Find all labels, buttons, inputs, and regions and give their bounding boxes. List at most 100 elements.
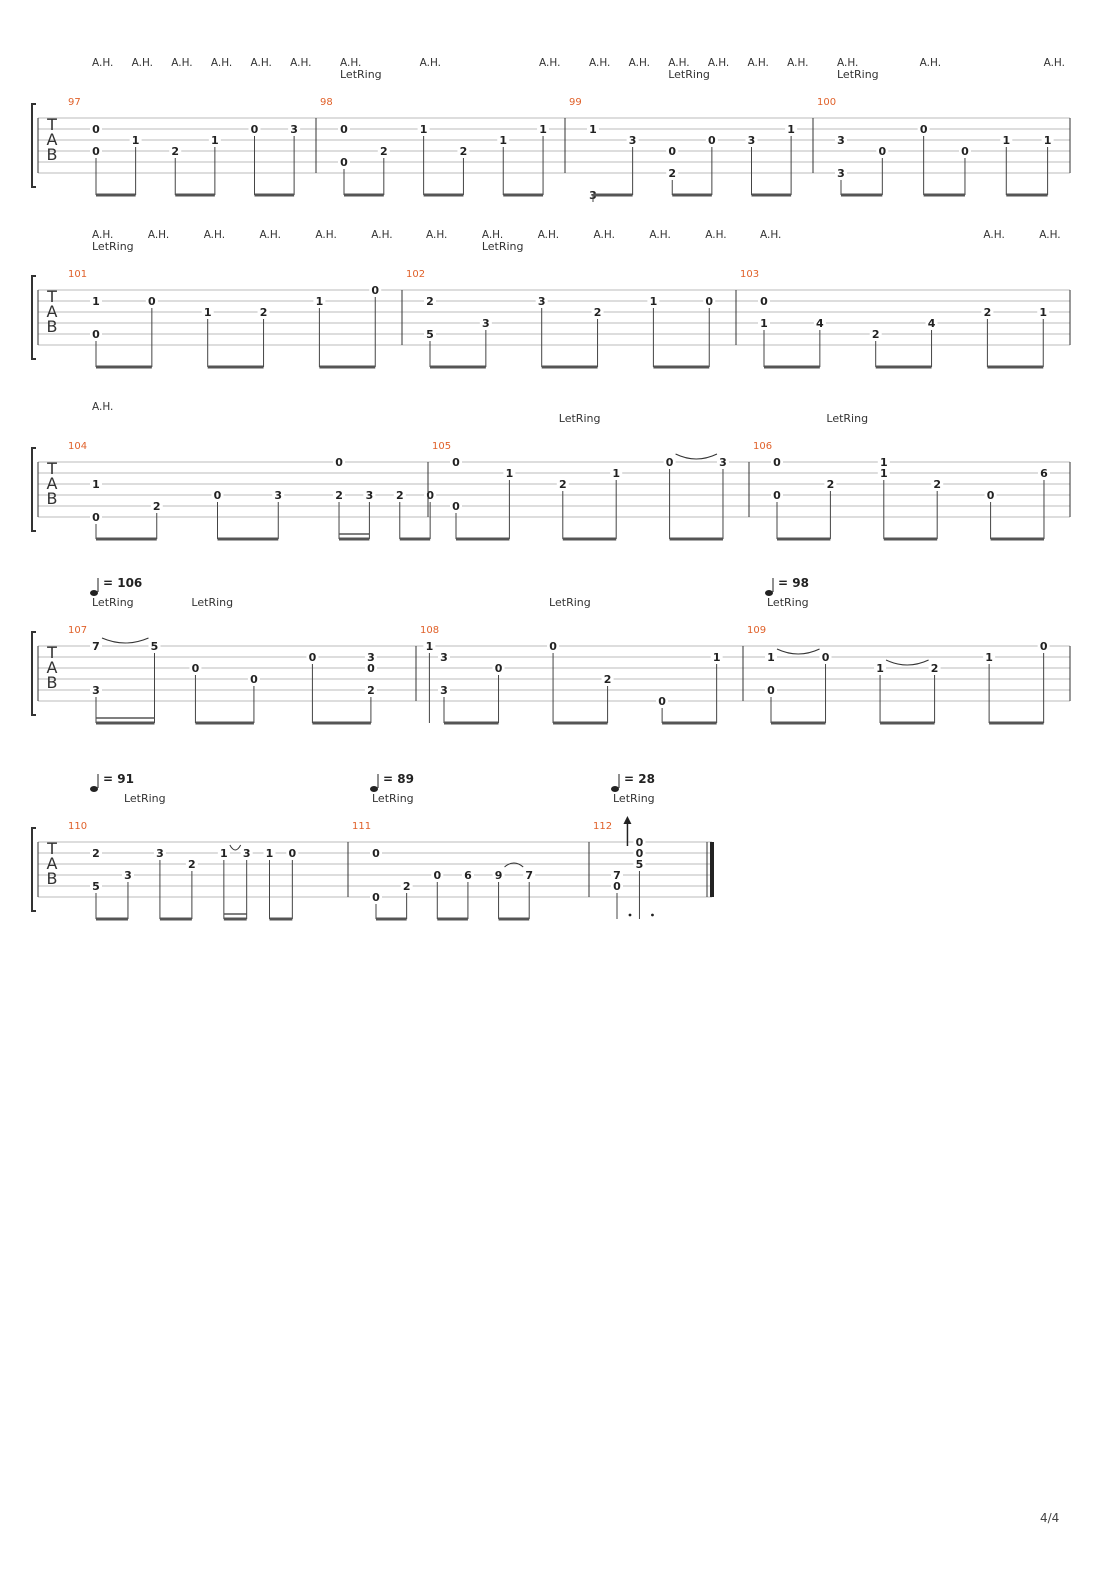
let-ring-label: LetRing bbox=[340, 68, 382, 81]
tab-clef-letter: T bbox=[46, 643, 57, 662]
fret-number: 0 bbox=[340, 156, 348, 169]
fret-number: 0 bbox=[371, 284, 379, 297]
artificial-harmonic-label: A.H. bbox=[538, 229, 559, 241]
fret-number: 2 bbox=[559, 478, 567, 491]
fret-number: 0 bbox=[668, 145, 676, 158]
fret-number: 7 bbox=[92, 640, 100, 653]
fret-number: 3 bbox=[366, 489, 374, 502]
fret-number: 0 bbox=[452, 500, 460, 513]
fret-number: 1 bbox=[589, 123, 597, 136]
measure-number: 100 bbox=[817, 97, 836, 108]
fret-mask bbox=[931, 478, 944, 490]
fret-number: 3 bbox=[92, 684, 100, 697]
fret-mask bbox=[364, 684, 377, 696]
artificial-harmonic-label: A.H. bbox=[171, 57, 192, 69]
fret-mask bbox=[547, 640, 560, 652]
fret-number: 9 bbox=[495, 869, 503, 882]
fret-mask bbox=[824, 478, 837, 490]
fret-mask bbox=[556, 478, 569, 490]
system-bracket bbox=[31, 275, 36, 360]
fret-mask bbox=[333, 489, 346, 501]
let-ring-label: LetRing bbox=[92, 596, 134, 609]
fret-number: 0 bbox=[92, 511, 100, 524]
fret-mask bbox=[535, 295, 548, 307]
fret-number: 1 bbox=[266, 847, 274, 860]
fret-mask bbox=[90, 123, 102, 135]
artificial-harmonic-label: A.H. bbox=[371, 229, 392, 241]
fret-number: 0 bbox=[1040, 640, 1048, 653]
fret-number: 2 bbox=[933, 478, 941, 491]
fret-mask bbox=[835, 167, 847, 179]
fret-number: 0 bbox=[773, 456, 781, 469]
fret-mask bbox=[363, 489, 376, 501]
fret-mask bbox=[306, 651, 319, 663]
artificial-harmonic-label: A.H. bbox=[787, 57, 808, 69]
fret-number: 0 bbox=[822, 651, 830, 664]
fret-mask bbox=[169, 145, 182, 157]
fret-number: 1 bbox=[539, 123, 547, 136]
fret-number: 0 bbox=[636, 836, 644, 849]
fret-mask bbox=[928, 662, 941, 674]
fret-mask bbox=[431, 869, 444, 881]
fret-number: 0 bbox=[961, 145, 969, 158]
fret-mask bbox=[925, 317, 938, 329]
artificial-harmonic-label: A.H. bbox=[92, 401, 113, 413]
arpeggio-arrow-head bbox=[623, 816, 632, 824]
fret-number: 0 bbox=[148, 295, 156, 308]
fret-number: 3 bbox=[243, 847, 251, 860]
fret-mask bbox=[666, 167, 679, 179]
artificial-harmonic-label: A.H. bbox=[315, 229, 336, 241]
fret-mask bbox=[217, 847, 230, 859]
fret-number: 3 bbox=[156, 847, 164, 860]
fret-number: 2 bbox=[171, 145, 179, 158]
fret-mask bbox=[90, 295, 102, 307]
artificial-harmonic-label: A.H. bbox=[290, 57, 311, 69]
fret-mask bbox=[364, 662, 377, 674]
let-ring-label: LetRing bbox=[372, 792, 414, 805]
fret-mask bbox=[537, 123, 550, 135]
tab-clef-letter: T bbox=[46, 839, 57, 858]
fret-number: 5 bbox=[426, 328, 434, 341]
fret-mask bbox=[338, 156, 350, 168]
fret-number: 2 bbox=[153, 500, 161, 513]
fret-number: 4 bbox=[816, 317, 824, 330]
fret-number: 0 bbox=[250, 673, 258, 686]
artificial-harmonic-label: A.H. bbox=[629, 57, 650, 69]
fret-mask bbox=[497, 134, 510, 146]
fret-number: 0 bbox=[666, 456, 674, 469]
fret-mask bbox=[248, 123, 261, 135]
fret-mask bbox=[338, 123, 350, 135]
fret-mask bbox=[185, 858, 198, 870]
fret-mask bbox=[958, 145, 971, 157]
fret-number: 6 bbox=[1040, 467, 1048, 480]
fret-mask bbox=[1037, 467, 1050, 479]
fret-mask bbox=[90, 478, 102, 490]
fret-mask bbox=[377, 145, 390, 157]
fret-number: 0 bbox=[773, 489, 781, 502]
fret-mask bbox=[121, 869, 134, 881]
fret-number: 2 bbox=[931, 662, 939, 675]
measure-number: 102 bbox=[406, 269, 425, 280]
artificial-harmonic-label: A.H. bbox=[837, 57, 858, 69]
fret-mask bbox=[703, 295, 716, 307]
artificial-harmonic-label: A.H. bbox=[1044, 57, 1065, 69]
fret-number: 1 bbox=[92, 295, 100, 308]
fret-number: 2 bbox=[426, 295, 434, 308]
fret-mask bbox=[1037, 640, 1050, 652]
measure-number: 104 bbox=[68, 441, 87, 452]
fret-number: 1 bbox=[787, 123, 795, 136]
fret-mask bbox=[716, 456, 729, 468]
fret-number: 3 bbox=[290, 123, 298, 136]
fret-number: 0 bbox=[987, 489, 995, 502]
fret-mask bbox=[208, 134, 221, 146]
fret-mask bbox=[710, 651, 723, 663]
fret-mask bbox=[369, 284, 382, 296]
fret-number: 5 bbox=[92, 880, 100, 893]
fret-mask bbox=[153, 847, 166, 859]
fret-number: 0 bbox=[335, 456, 343, 469]
fret-mask bbox=[633, 847, 646, 859]
fret-number: 0 bbox=[214, 489, 222, 502]
let-ring-label: LetRing bbox=[191, 596, 233, 609]
fret-mask bbox=[189, 662, 202, 674]
fret-mask bbox=[874, 662, 887, 674]
